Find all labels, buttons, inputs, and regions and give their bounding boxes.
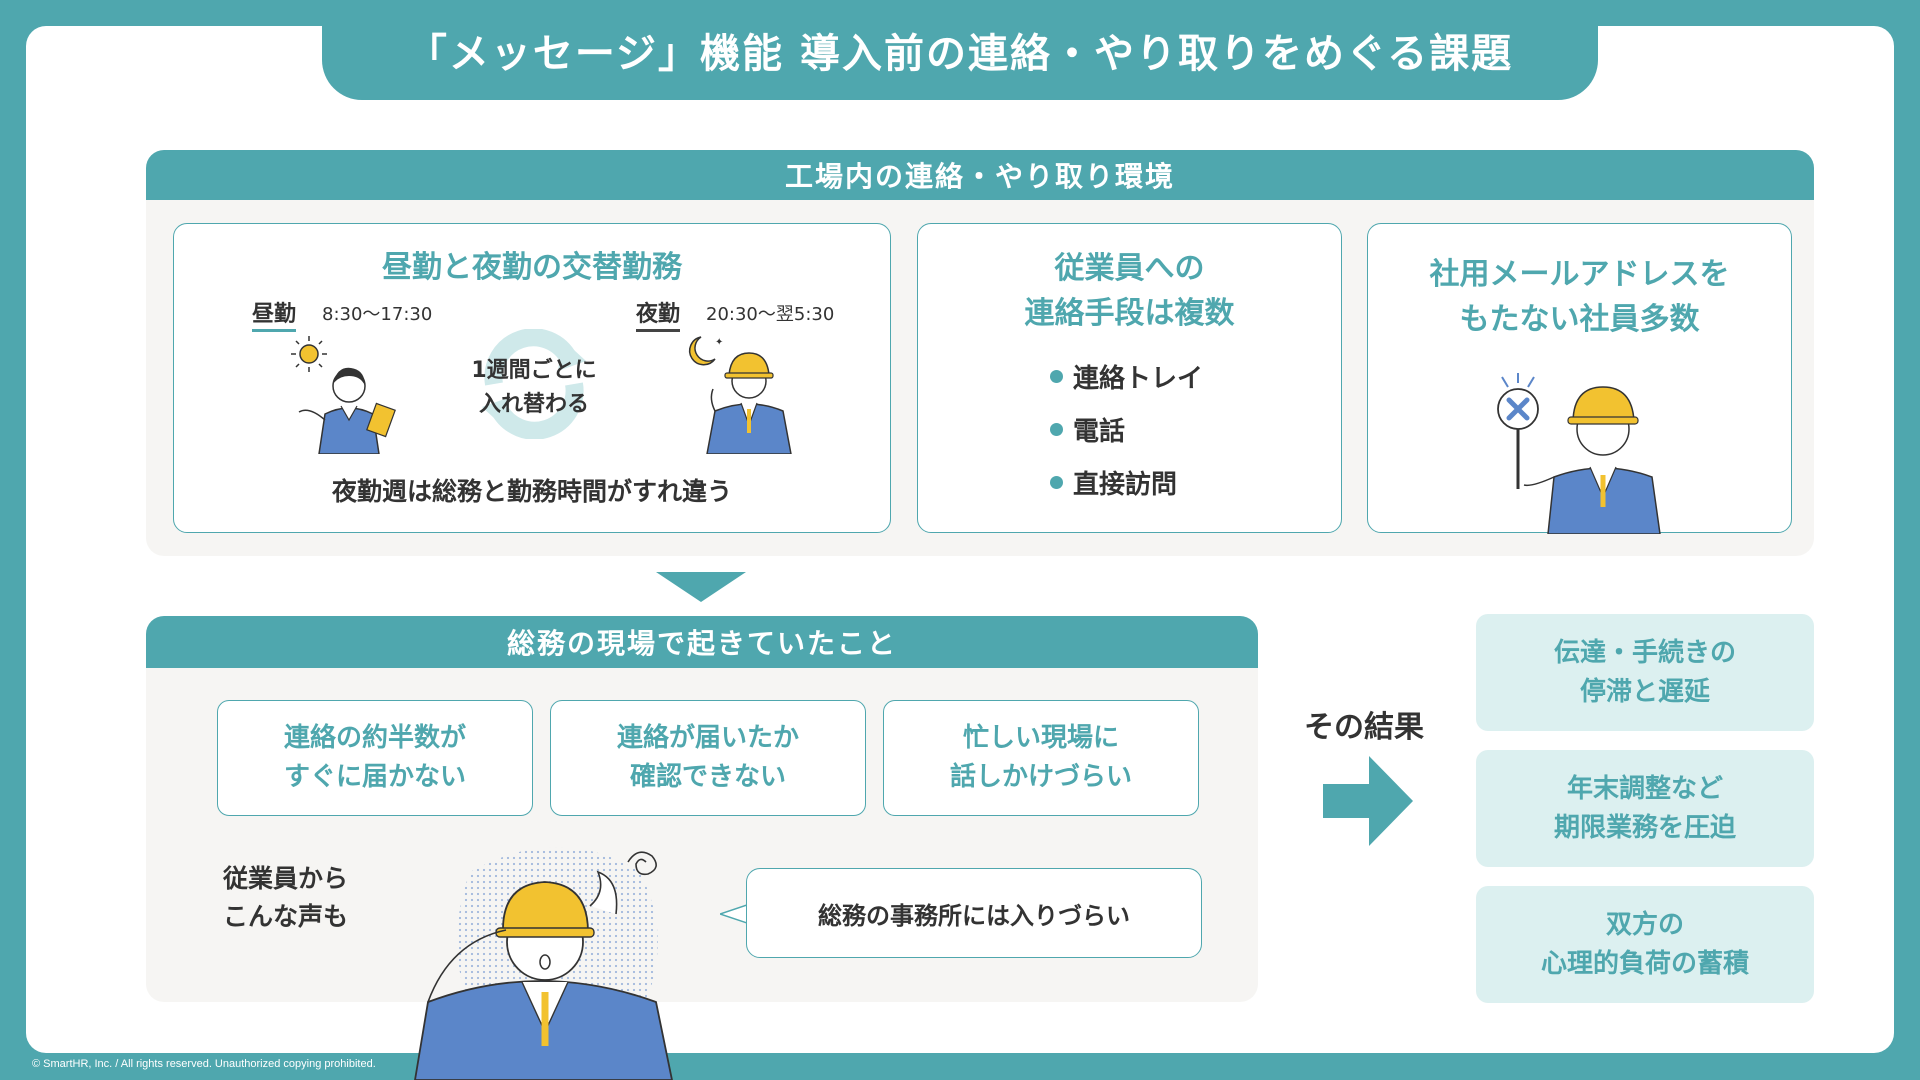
method-label: 電話 [1073, 417, 1126, 447]
day-worker-illustration [291, 336, 396, 454]
bullet-dot [1050, 370, 1063, 383]
night-shift-label: 夜勤 [636, 296, 681, 332]
methods-title-line1: 従業員への [1054, 251, 1205, 286]
moon-icon: ✦ [688, 336, 723, 366]
issue-box: 連絡が届いたか確認できない [550, 700, 866, 816]
svg-text:✦: ✦ [715, 337, 723, 348]
voice-line1: 従業員から [223, 864, 349, 893]
issue-line1: 連絡が届いたか [616, 723, 799, 753]
result-line1: 双方の [1605, 909, 1684, 940]
environment-heading: 工場内の連絡・やり取り環境 [146, 150, 1814, 200]
result-label: その結果 [1304, 710, 1424, 745]
rotation-arrows-icon [482, 329, 586, 439]
troubled-worker-illustration [414, 847, 673, 1080]
rotate-line1: 1週間ごとに [471, 358, 597, 383]
list-item: 電話 [1050, 411, 1203, 448]
result-line1: 年末調整など [1566, 773, 1723, 804]
bullet-dot [1050, 423, 1063, 436]
result-line2: 期限業務を圧迫 [1553, 812, 1736, 843]
rotate-line2: 入れ替わる [478, 392, 589, 418]
speech-text: 総務の事務所には入りづらい [818, 901, 1130, 930]
issue-line1: 忙しい現場に [962, 723, 1119, 753]
night-time: 20:30〜翌5:30 [706, 304, 835, 325]
rotate-text: 1週間ごとに 入れ替わる [444, 354, 624, 422]
methods-title-line2: 連絡手段は複数 [1024, 296, 1235, 331]
sun-icon [291, 336, 327, 372]
voice-line2: こんな声も [223, 901, 349, 931]
swirl-icon [627, 851, 657, 876]
issue-line2: 確認できない [629, 762, 786, 792]
methods-title: 従業員への 連絡手段は複数 [918, 246, 1341, 336]
result-line1: 伝達・手続きの [1553, 637, 1736, 668]
result-line2: 心理的負荷の蓄積 [1540, 948, 1749, 979]
page-title: 「メッセージ」機能 導入前の連絡・やり取りをめぐる課題 [322, 0, 1598, 100]
night-label: 夜勤 [636, 302, 681, 332]
methods-list: 連絡トレイ 電話 直接訪問 [1050, 358, 1203, 501]
issue-line1: 連絡の約半数が [283, 723, 466, 753]
result-line2: 停滞と遅延 [1579, 676, 1710, 707]
day-label: 昼勤 [252, 302, 297, 332]
down-arrow-icon [656, 572, 746, 602]
result-item: 年末調整など期限業務を圧迫 [1476, 750, 1814, 867]
bullet-dot [1050, 476, 1063, 489]
list-item: 連絡トレイ [1050, 358, 1203, 395]
method-label: 直接訪問 [1073, 470, 1178, 500]
issue-line2: すぐに届かない [283, 762, 466, 792]
issue-box: 忙しい現場に話しかけづらい [883, 700, 1199, 816]
shift-note: 夜勤週は総務と勤務時間がすれ違う [331, 477, 732, 506]
email-title: 社用メールアドレスを もたない社員多数 [1368, 252, 1791, 342]
cross-sign-icon [1497, 388, 1539, 489]
email-box: 社用メールアドレスを もたない社員多数 [1367, 223, 1792, 534]
email-title-line1: 社用メールアドレスを [1429, 257, 1730, 292]
happening-heading: 総務の現場で起きていたこと [146, 616, 1258, 668]
methods-box: 従業員への 連絡手段は複数 連絡トレイ 電話 直接訪問 [917, 223, 1342, 533]
right-arrow-icon [1323, 756, 1413, 846]
result-item: 伝達・手続きの停滞と遅延 [1476, 614, 1814, 731]
day-time: 8:30〜17:30 [322, 304, 433, 325]
copyright-text: © SmartHR, Inc. / All rights reserved. U… [32, 1058, 376, 1070]
speech-bubble: 総務の事務所には入りづらい [746, 868, 1202, 958]
worker-no-email-illustration [1497, 373, 1661, 534]
list-item: 直接訪問 [1050, 464, 1203, 501]
shift-box: 昼勤と夜勤の交替勤務 昼勤 8:30〜17:30 夜勤 20:30〜翌5:30 [173, 223, 891, 533]
voice-label: 従業員から こんな声も [223, 860, 348, 935]
shift-title: 昼勤と夜勤の交替勤務 [382, 250, 682, 285]
night-worker-illustration: ✦ [688, 336, 792, 454]
issue-box: 連絡の約半数がすぐに届かない [217, 700, 533, 816]
day-shift-label: 昼勤 [252, 296, 297, 332]
result-item: 双方の心理的負荷の蓄積 [1476, 886, 1814, 1003]
issue-line2: 話しかけづらい [949, 762, 1132, 792]
method-label: 連絡トレイ [1073, 364, 1204, 394]
email-title-line2: もたない社員多数 [1459, 302, 1700, 337]
